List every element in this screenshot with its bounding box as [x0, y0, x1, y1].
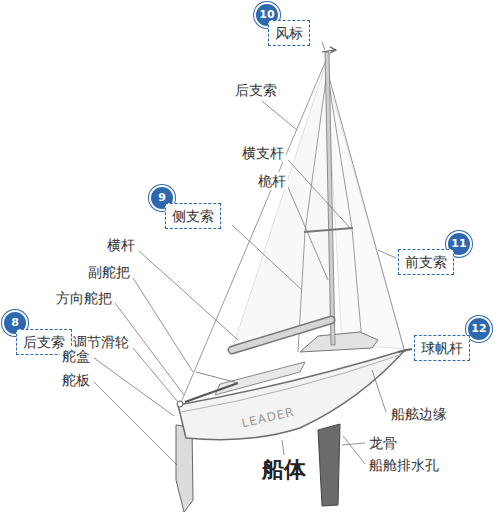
cockpit [215, 362, 305, 395]
part-label: 方向舵把 [54, 289, 114, 307]
tiller [185, 383, 238, 402]
leader-line [322, 42, 325, 50]
callout-text: 8 [11, 316, 19, 329]
boom [232, 320, 331, 350]
leader-line [288, 160, 351, 229]
leader-line [133, 278, 193, 372]
hull-title: 船体 [260, 457, 308, 483]
mainsail-ghost [232, 60, 330, 350]
leader-lines [94, 42, 410, 465]
leader-line [262, 101, 297, 130]
part-label: 舵板 [60, 371, 92, 389]
part-name: 球帆杆 [414, 335, 470, 361]
hull [178, 350, 405, 440]
part-label: 后支索 [233, 81, 279, 99]
tiller-extension [196, 372, 238, 383]
leader-line [378, 250, 396, 258]
part-label-box: 前支索 [398, 249, 454, 275]
forestay [327, 70, 404, 349]
rigging [180, 58, 404, 405]
hull-lettering: LEADER [238, 402, 298, 433]
leader-line [232, 225, 302, 290]
keel [318, 424, 340, 506]
leader-line [342, 443, 365, 445]
boom-highlight [232, 320, 331, 350]
leader-line [405, 350, 410, 351]
leader-line [139, 251, 238, 340]
leader-line [94, 358, 174, 416]
part-label-box: 球帆杆 [414, 335, 470, 361]
sails [232, 60, 404, 350]
callout-text: 12 [471, 322, 486, 335]
leader-line [94, 382, 177, 465]
part-label: 龙骨 [367, 434, 399, 452]
part-label: 舵盒 [60, 347, 92, 365]
spinnaker-pole [398, 349, 412, 352]
shroud [298, 72, 327, 352]
mast [325, 52, 335, 345]
sheer-line [181, 355, 400, 412]
part-name: 前支索 [398, 249, 454, 275]
leader-line [133, 348, 178, 402]
part-label: 横杆 [105, 236, 137, 254]
part-label: 船舱排水孔 [367, 456, 441, 474]
part-label: 副舵把 [86, 263, 132, 281]
part-label: 桅杆 [256, 172, 288, 190]
leader-line [288, 187, 328, 280]
part-label-box: 风标 [268, 20, 310, 46]
spreader [304, 228, 353, 232]
part-label-box: 侧支索 [165, 203, 221, 229]
part-label: 横支杆 [240, 144, 286, 162]
leader-line [343, 436, 365, 464]
leader-line [282, 440, 284, 455]
part-name: 风标 [268, 20, 310, 46]
cabin [300, 332, 378, 352]
leader-line [372, 370, 386, 412]
part-name: 侧支索 [165, 203, 221, 229]
part-label: 船舷边缘 [389, 405, 449, 423]
